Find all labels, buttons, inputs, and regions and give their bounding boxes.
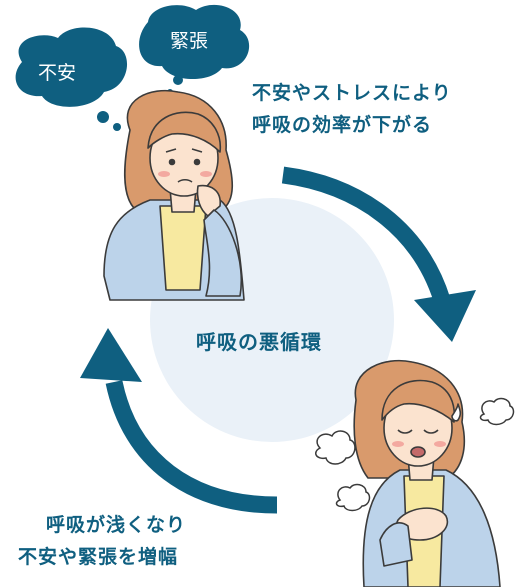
bubble-label-tension: 緊張 — [170, 30, 209, 52]
thought-dot — [173, 75, 183, 85]
worried-woman-illustration — [103, 89, 245, 301]
thought-dot — [97, 111, 109, 123]
thought-bubble-anxiety — [15, 27, 128, 107]
breath-puff-icon — [479, 397, 515, 426]
bubble-label-anxiety: 不安 — [38, 62, 77, 84]
caption-top-right-line2: 呼吸の効率が下がる — [252, 114, 433, 136]
breath-puff-icon — [315, 430, 356, 465]
thought-dot — [113, 123, 121, 131]
thought-bubble-tension — [139, 4, 250, 80]
caption-bottom-left-line2: 不安や緊張を増幅 — [18, 546, 179, 568]
caption-top-right-line1: 不安やストレスにより — [252, 82, 452, 104]
caption-center: 呼吸の悪循環 — [196, 330, 322, 354]
breath-puff-icon — [335, 483, 371, 512]
breathless-woman-illustration — [353, 359, 501, 587]
arrow-top-right — [281, 166, 476, 342]
caption-bottom-left-line1: 呼吸が浅くなり — [46, 514, 187, 536]
arrow-bottom-left — [80, 328, 278, 514]
